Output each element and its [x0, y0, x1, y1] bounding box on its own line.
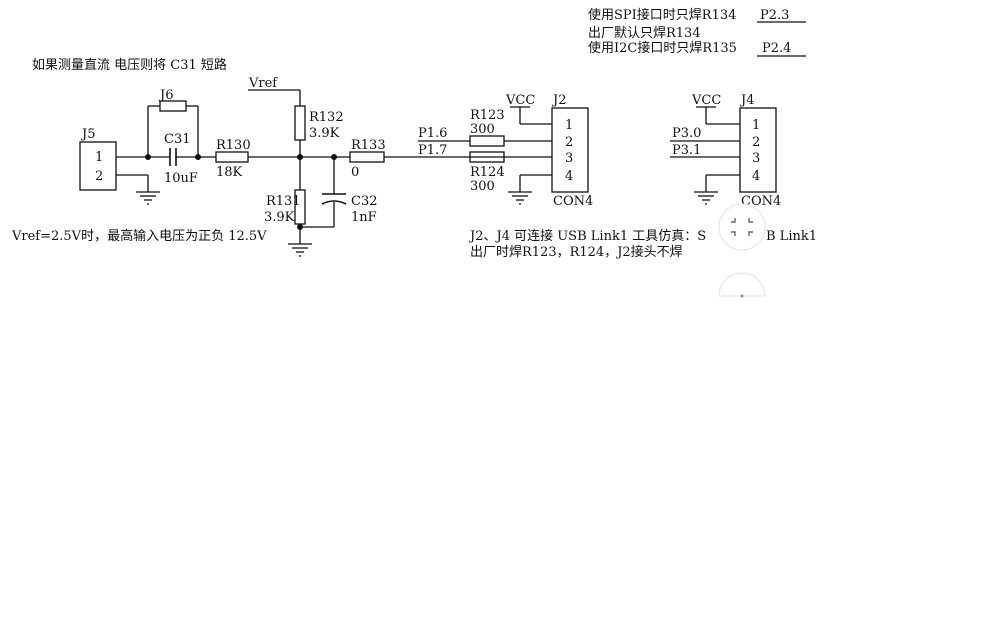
note-spi-net: P2.3: [760, 8, 789, 23]
r130-ref: R130: [216, 138, 251, 153]
j2-pin-3: 3: [565, 151, 573, 166]
note-link-line1-tail: B Link1: [766, 229, 817, 244]
j4-pin-1: 1: [752, 118, 760, 133]
j4-pin-3: 3: [752, 151, 760, 166]
r123-body: [469, 135, 505, 147]
r131-ref: R131: [266, 194, 301, 209]
r124-body: [469, 151, 505, 163]
j4-pin-4: 4: [752, 169, 760, 184]
c32-plate-bottom: [321, 200, 347, 205]
j2-pin-1: 1: [565, 118, 573, 133]
j4-ref: J4: [739, 93, 754, 108]
r130-value: 18K: [216, 165, 243, 180]
r130-body: [215, 151, 249, 163]
note-spi: 使用SPI接口时只焊R134: [588, 7, 736, 23]
j2-type: CON4: [553, 194, 593, 209]
j2-vcc-label: VCC: [505, 93, 535, 108]
ground-symbol-j4: [694, 191, 718, 205]
secondary-fab-button[interactable]: [718, 272, 766, 298]
net-p16: P1.6: [418, 126, 447, 141]
ground-symbol-j2: [508, 191, 532, 205]
ground-symbol-main: [288, 243, 312, 257]
fab-icon: [740, 294, 744, 298]
r133-ref: R133: [351, 138, 386, 153]
c31-value: 10uF: [164, 171, 198, 186]
j2-pin-2: 2: [565, 135, 573, 150]
j5-ref: J5: [80, 127, 95, 142]
j4-body: [739, 107, 777, 193]
vref-label: Vref: [248, 76, 278, 91]
j5-body: [79, 141, 117, 191]
r132-ref: R132: [309, 110, 344, 125]
net-p17: P1.7: [418, 143, 447, 158]
note-i2c: 使用I2C接口时只焊R135: [588, 40, 737, 56]
note-link-line1: J2、J4 可连接 USB Link1 工具仿真：S: [468, 228, 706, 244]
r131-value: 3.9K: [264, 210, 295, 225]
r132-value: 3.9K: [309, 126, 340, 141]
note-i2c-net: P2.4: [762, 41, 791, 56]
j6-ref: J6: [158, 88, 173, 103]
net-p30: P3.0: [672, 126, 701, 141]
c32-ref: C32: [351, 194, 378, 209]
ground-symbol-j5: [136, 191, 160, 205]
net-p31: P3.1: [672, 143, 701, 158]
r123-ref: R123: [470, 108, 505, 123]
j4-type: CON4: [741, 194, 781, 209]
j4-pin-2: 2: [752, 135, 760, 150]
note-default: 出厂默认只焊R134: [588, 25, 701, 41]
c31-ref: C31: [164, 132, 191, 147]
j2-ref: J2: [551, 93, 566, 108]
j5-pin-2: 2: [95, 169, 103, 184]
j2-body: [551, 107, 589, 193]
j2-pin-4: 4: [565, 169, 573, 184]
r133-body: [349, 151, 385, 163]
collapse-icon: [731, 218, 753, 236]
r124-ref: R124: [470, 165, 505, 180]
note-link-line2: 出厂时焊R123，R124，J2接头不焊: [470, 244, 683, 260]
note-vref: Vref=2.5V时，最高输入电压为正负 12.5V: [11, 228, 267, 244]
note-c31-short: 如果测量直流 电压则将 C31 短路: [32, 57, 227, 73]
c32-value: 1nF: [351, 210, 377, 225]
j5-pin-1: 1: [95, 150, 103, 165]
r123-value: 300: [470, 122, 495, 137]
r124-value: 300: [470, 179, 495, 194]
r132-body: [294, 105, 306, 141]
j4-vcc-label: VCC: [691, 93, 721, 108]
r133-value: 0: [351, 165, 359, 180]
collapse-button[interactable]: [718, 203, 766, 251]
